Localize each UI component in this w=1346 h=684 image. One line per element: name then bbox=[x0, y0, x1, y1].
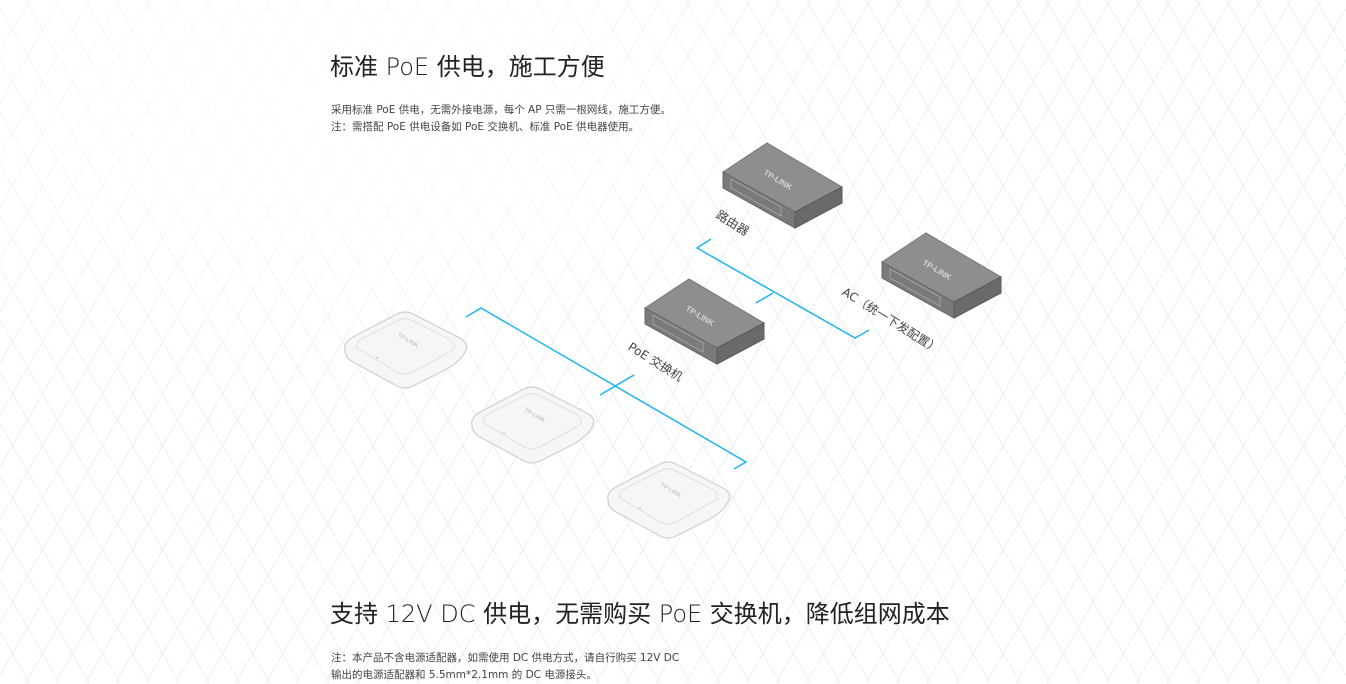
access-point-3: TP-LINK bbox=[607, 461, 731, 539]
access-point-1: TP-LINK bbox=[344, 311, 468, 389]
router-device: TP-LINK bbox=[722, 142, 844, 229]
access-point-2: TP-LINK bbox=[471, 386, 595, 464]
section-description-dc: 注：本产品不含电源适配器，如需使用 DC 供电方式，请自行购买 12V DC 输… bbox=[331, 650, 679, 684]
section-title-poe: 标准 PoE 供电，施工方便 bbox=[330, 53, 605, 81]
section-description-poe: 采用标准 PoE 供电，无需外接电源，每个 AP 只需一根网线，施工方便。 注：… bbox=[331, 102, 671, 136]
network-cables bbox=[465, 238, 870, 470]
desc-line: 注：本产品不含电源适配器，如需使用 DC 供电方式，请自行购买 12V DC bbox=[331, 652, 680, 664]
poe-switch-device: TP-LINK bbox=[644, 278, 766, 365]
desc-line: 采用标准 PoE 供电，无需外接电源，每个 AP 只需一根网线，施工方便。 bbox=[331, 104, 671, 116]
ac-controller-device: TP-LINK bbox=[881, 232, 1003, 319]
desc-line: 输出的电源适配器和 5.5mm*2.1mm 的 DC 电源接头。 bbox=[331, 669, 597, 681]
section-title-dc: 支持 12V DC 供电，无需购买 PoE 交换机，降低组网成本 bbox=[330, 600, 950, 628]
desc-line: 注：需搭配 PoE 供电设备如 PoE 交换机、标准 PoE 供电器使用。 bbox=[331, 121, 640, 133]
